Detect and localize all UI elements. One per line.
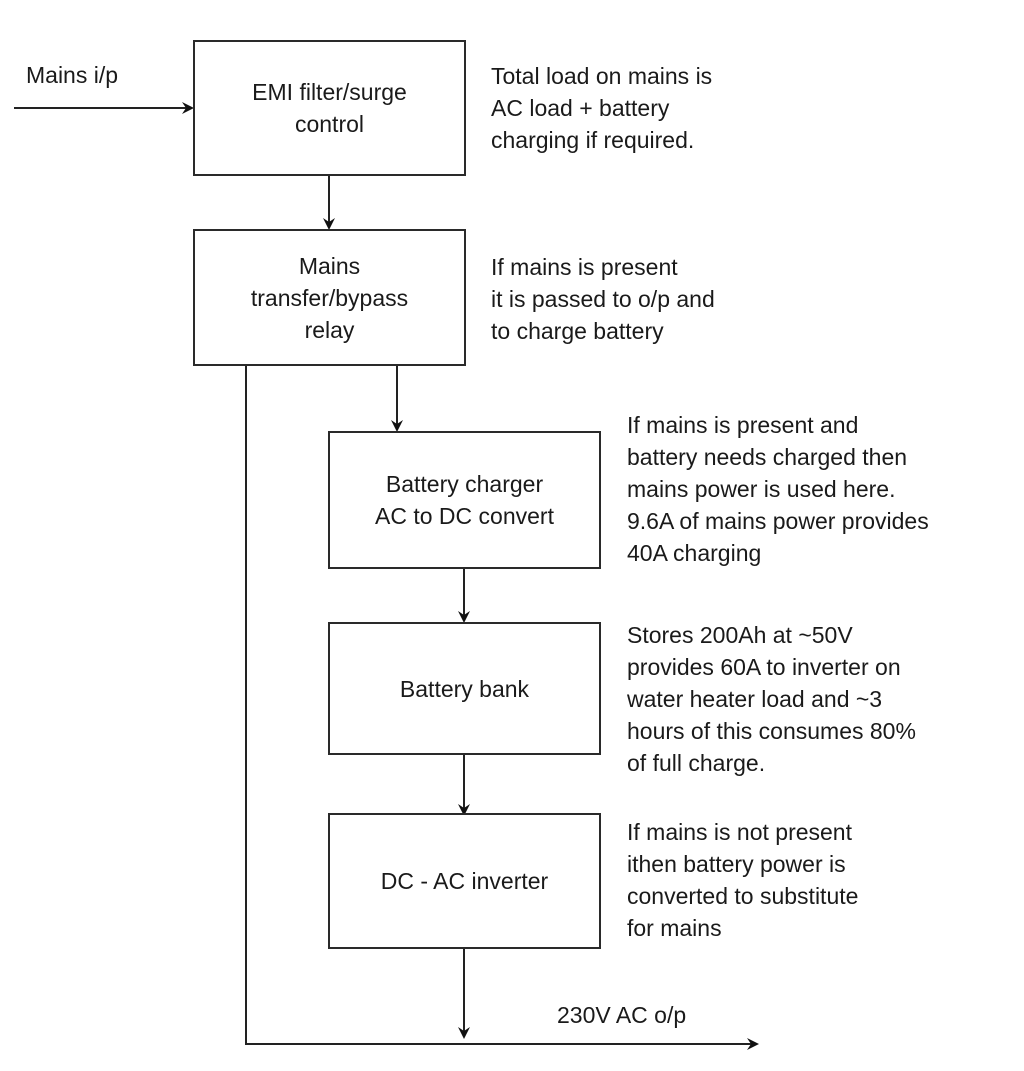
note-battery-charger: If mains is present and battery needs ch… [627, 412, 929, 566]
ac-output-label: 230V AC o/p [557, 1002, 687, 1028]
note-emi-filter: Total load on mains is AC load + battery… [491, 63, 713, 153]
bypass-line-relay-to-output [245, 366, 759, 1050]
block-battery-charger: Battery charger AC to DC convert [328, 431, 601, 569]
block-emi-filter: EMI filter/surge control [193, 40, 466, 176]
block-inverter: DC - AC inverter [328, 813, 601, 949]
block-battery-bank: Battery bank [328, 622, 601, 755]
mains-input-label: Mains i/p [26, 62, 119, 88]
note-inverter: If mains is not present ithen battery po… [627, 819, 859, 941]
block-transfer-relay: Mains transfer/bypass relay [193, 229, 466, 366]
note-battery-bank: Stores 200Ah at ~50V provides 60A to inv… [627, 622, 916, 776]
note-transfer-relay: If mains is present it is passed to o/p … [491, 254, 715, 344]
